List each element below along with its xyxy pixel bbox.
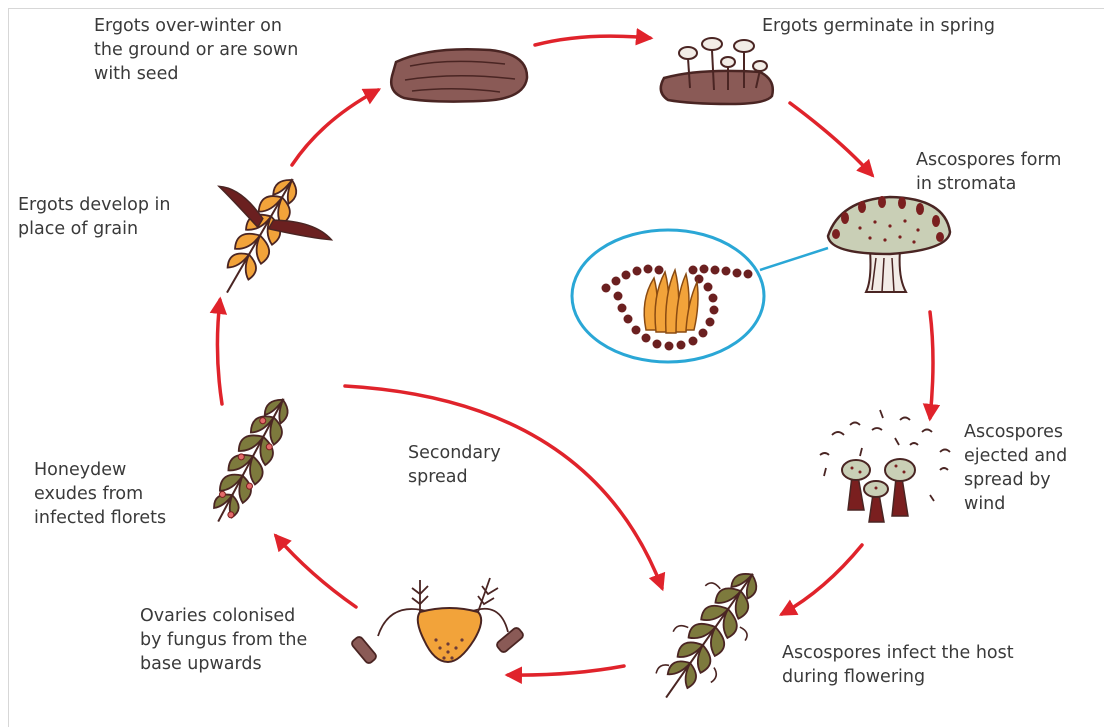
label-ovaries: Ovaries colonised by fungus from the bas…: [140, 604, 360, 676]
label-infect-host: Ascospores infect the host during flower…: [782, 641, 1082, 689]
magnified-ascus-callout: [572, 230, 828, 362]
ergot-sclerotium-icon: [391, 49, 527, 101]
arrow-develop-to-overwinter: [292, 90, 378, 165]
arrow-germinate-to-stromata: [790, 103, 872, 175]
arrow-infect-to-ovaries: [508, 666, 624, 675]
ejecting-stromata-icon: [820, 410, 950, 522]
honeydew-ear-icon: [203, 392, 299, 530]
arrow-ejected-to-infect: [782, 545, 862, 614]
germinating-ergot-icon: [661, 38, 773, 104]
arrow-honeydew-to-develop: [217, 300, 222, 404]
label-germinate: Ergots germinate in spring: [762, 14, 1062, 38]
label-secondary-spread: Secondary spread: [408, 441, 548, 489]
label-ejected: Ascospores ejected and spread by wind: [964, 420, 1094, 516]
label-develop: Ergots develop in place of grain: [18, 193, 218, 241]
arrow-ovaries-to-honeydew: [276, 536, 356, 607]
arrow-stromata-to-ejected: [930, 312, 933, 418]
label-ascospores-form: Ascospores form in stromata: [916, 148, 1096, 196]
colonised-ovary-icon: [350, 578, 524, 665]
label-overwinter: Ergots over-winter on the ground or are …: [94, 14, 354, 86]
stroma-section-icon: [828, 196, 950, 292]
cycle-arrows: [217, 36, 933, 675]
arrow-overwinter-to-germinate: [535, 36, 650, 45]
label-honeydew: Honeydew exudes from infected florets: [34, 458, 214, 530]
